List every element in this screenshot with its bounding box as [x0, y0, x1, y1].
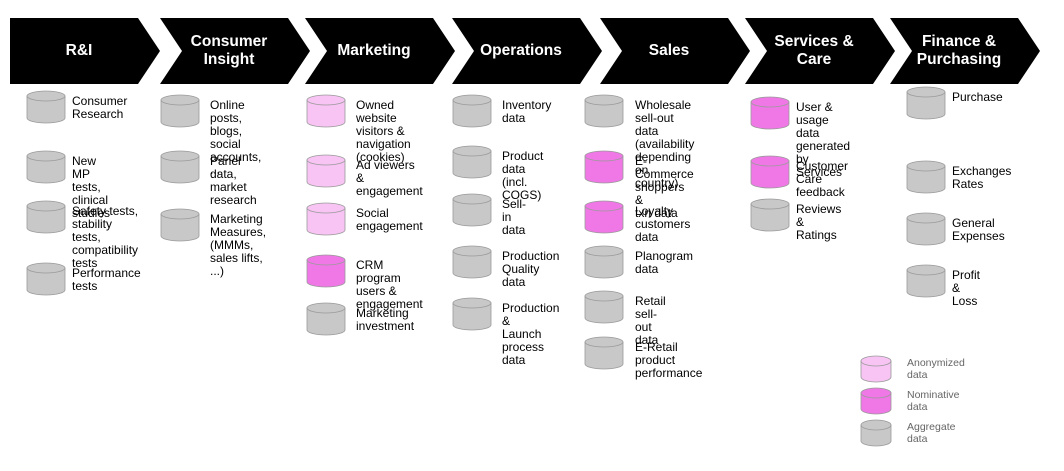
database-cylinder-icon — [306, 254, 346, 288]
data-source-label: Customer Care feedback — [796, 159, 849, 199]
data-source-label: Purchase — [952, 90, 1003, 104]
data-source-label: User & usage data generated by Services — [796, 100, 851, 179]
stage-label: Finance & Purchasing — [916, 33, 1002, 68]
database-cylinder-icon — [906, 264, 946, 298]
stage-chevron: Operations — [452, 18, 602, 84]
stage-label: Consumer Insight — [190, 33, 268, 68]
data-source-label: CRM program users & engagement — [356, 258, 423, 311]
chevron-arrow-shape — [452, 18, 602, 84]
stage-label: Sales — [648, 42, 690, 59]
database-cylinder-icon — [26, 200, 66, 234]
stage-chevron: Services & Care — [745, 18, 895, 84]
database-cylinder-icon — [306, 302, 346, 336]
data-source-label: Sell-in data — [502, 197, 527, 237]
legend-item: Anonymized data — [860, 355, 965, 388]
data-source-label: Profit & Loss — [952, 268, 981, 308]
legend-label: Anonymized data — [907, 357, 965, 381]
data-source-label: Consumer Research — [72, 94, 128, 121]
data-source-label: Panel data, market research — [210, 154, 257, 207]
legend-label: Nominative data — [907, 389, 960, 413]
data-source-label: Marketing investment — [356, 306, 415, 333]
data-source-label: New MP tests, clinical studies — [72, 154, 111, 220]
database-cylinder-icon — [452, 94, 492, 128]
chevron-arrow-shape — [10, 18, 160, 84]
stage-chevron: Consumer Insight — [160, 18, 310, 84]
database-cylinder-icon — [306, 94, 346, 128]
database-cylinder-icon — [906, 212, 946, 246]
data-source-label: E-Commerce shoppers & txn data — [635, 154, 694, 220]
database-cylinder-icon — [906, 160, 946, 194]
database-cylinder-icon — [584, 150, 624, 184]
data-source-label: Safety tests, stability tests, compatibi… — [72, 204, 139, 270]
data-source-label: Exchanges Rates — [952, 164, 1012, 191]
database-cylinder-icon — [160, 208, 200, 242]
data-source-label: Inventory data — [502, 98, 552, 125]
database-cylinder-icon — [452, 145, 492, 179]
data-source-label: Production Quality data — [502, 249, 560, 289]
legend-cylinder-icon — [860, 387, 892, 415]
legend-item: Nominative data — [860, 387, 960, 420]
stage-label: Services & Care — [774, 33, 854, 68]
data-source-label: Social engagement — [356, 206, 423, 233]
data-source-label: Ad viewers & engagement — [356, 158, 423, 198]
database-cylinder-icon — [306, 154, 346, 188]
legend-cylinder-icon — [860, 419, 892, 447]
database-cylinder-icon — [26, 150, 66, 184]
data-source-label: E-Retail product performance — [635, 340, 703, 380]
database-cylinder-icon — [584, 290, 624, 324]
chevron-arrow-shape — [745, 18, 895, 84]
data-source-label: Product data (incl. COGS) — [502, 149, 544, 202]
database-cylinder-icon — [584, 336, 624, 370]
data-source-label: Wholesale sell-out data (availability de… — [635, 98, 695, 190]
data-source-label: Planogram data — [635, 249, 694, 276]
stage-label: Operations — [480, 42, 562, 59]
database-cylinder-icon — [906, 86, 946, 120]
legend-item: Aggregate data — [860, 419, 955, 452]
database-cylinder-icon — [160, 94, 200, 128]
database-cylinder-icon — [584, 245, 624, 279]
chevron-arrow-shape — [890, 18, 1040, 84]
database-cylinder-icon — [452, 297, 492, 331]
stage-chevron: R&I — [10, 18, 160, 84]
data-source-label: Reviews & Ratings — [796, 202, 842, 242]
legend-label: Aggregate data — [907, 421, 956, 445]
database-cylinder-icon — [452, 193, 492, 227]
database-cylinder-icon — [750, 155, 790, 189]
stage-chevron: Finance & Purchasing — [890, 18, 1040, 84]
data-source-label: Performance tests — [72, 266, 141, 293]
database-cylinder-icon — [452, 245, 492, 279]
database-cylinder-icon — [584, 200, 624, 234]
data-source-label: Online posts, blogs, social accounts, ..… — [210, 98, 262, 177]
database-cylinder-icon — [26, 90, 66, 124]
data-source-label: Production & Launch process data — [502, 301, 560, 367]
data-source-label: General Expenses — [952, 216, 1005, 243]
stage-label: Marketing — [337, 42, 411, 59]
data-source-label: Loyalty customers data — [635, 204, 691, 244]
database-cylinder-icon — [584, 94, 624, 128]
data-source-label: Owned website visitors & navigation (coo… — [356, 98, 411, 164]
legend-cylinder-icon — [860, 355, 892, 383]
data-source-label: Marketing Measures,(MMMs, sales lifts, .… — [210, 212, 267, 278]
database-cylinder-icon — [26, 262, 66, 296]
database-cylinder-icon — [160, 150, 200, 184]
chevron-arrow-shape — [600, 18, 750, 84]
database-cylinder-icon — [306, 202, 346, 236]
database-cylinder-icon — [750, 96, 790, 130]
stage-chevron: Sales — [600, 18, 750, 84]
stage-chevron: Marketing — [305, 18, 455, 84]
chevron-arrow-shape — [160, 18, 310, 84]
chevron-arrow-shape — [305, 18, 455, 84]
database-cylinder-icon — [750, 198, 790, 232]
data-source-label: Retail sell-out data — [635, 294, 666, 347]
stage-label: R&I — [65, 42, 93, 59]
